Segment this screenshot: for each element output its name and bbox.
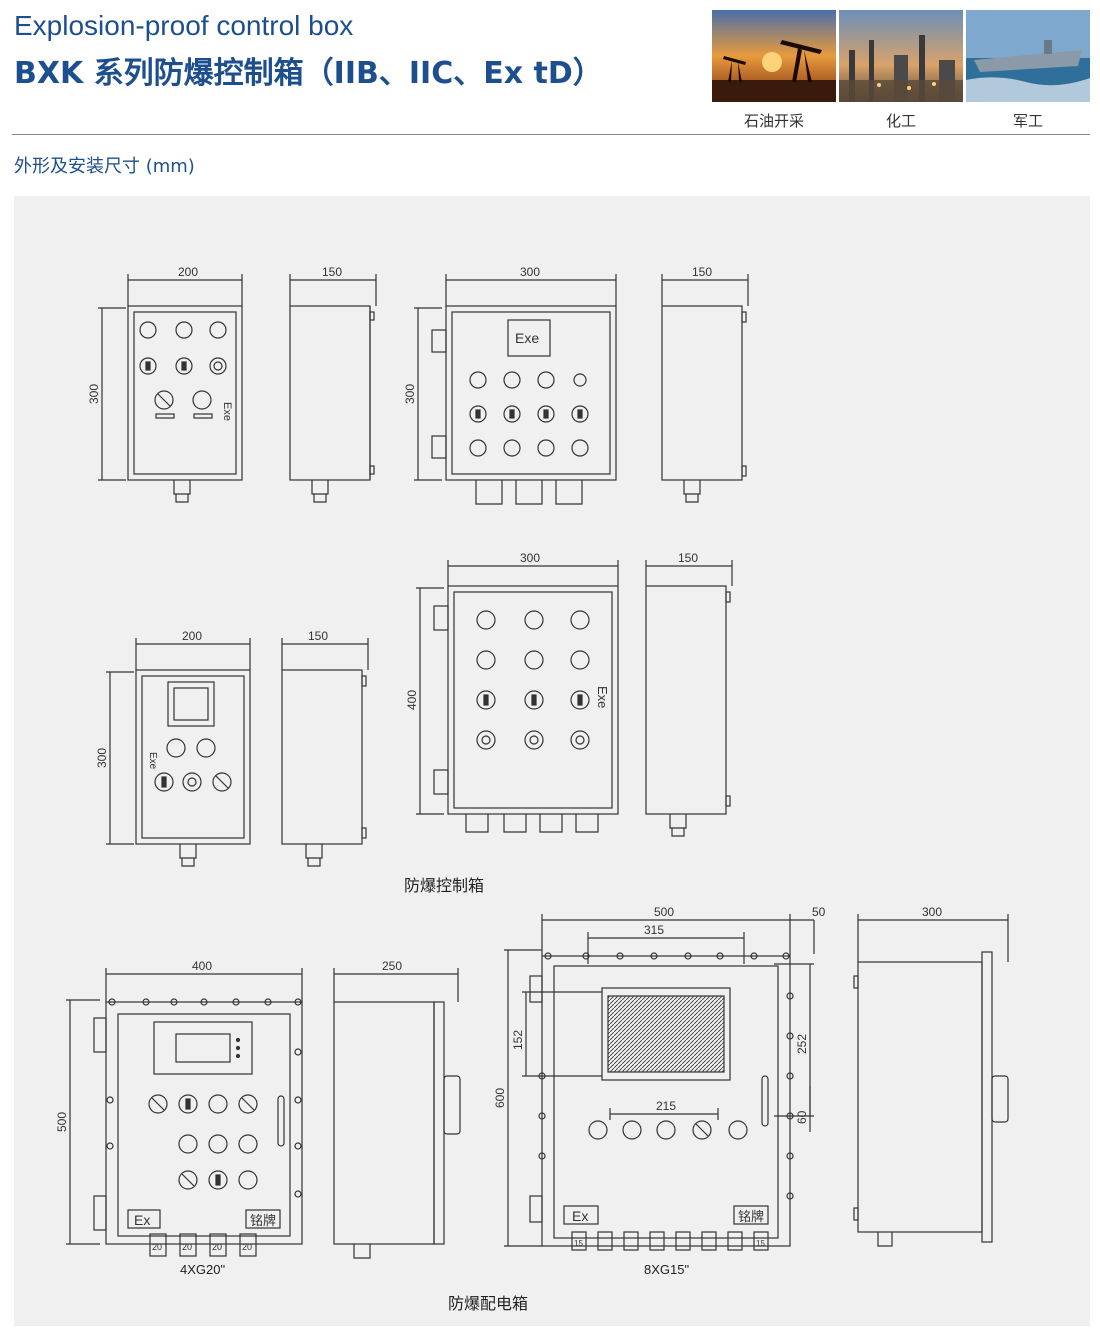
- box4-depth-label: 150: [678, 551, 698, 565]
- box6-window-height-label: 152: [511, 1030, 525, 1050]
- svg-text:20: 20: [152, 1242, 162, 1252]
- technical-drawings: 200 300 Exe 150 300 300 Exe: [55, 265, 1009, 1277]
- box6-ex-label: Ex: [572, 1208, 588, 1224]
- box4-side-view: 150: [645, 551, 733, 837]
- box6-entries-label: 8XG15": [644, 1262, 689, 1277]
- box3-buttons: [154, 738, 232, 792]
- svg-text:15: 15: [756, 1239, 765, 1248]
- box5-width-label: 400: [192, 959, 212, 973]
- photo-caption-chemical: 化工: [885, 112, 916, 130]
- photo-strip: 石油开采 化工 军工: [712, 10, 1090, 130]
- box3-width-label: 200: [182, 629, 202, 643]
- box6-nameplate-label: 铭牌: [738, 1209, 764, 1224]
- box3-depth-label: 150: [308, 629, 328, 643]
- box2-width-label: 300: [520, 265, 540, 279]
- box4-buttons: [476, 610, 590, 750]
- box5-entries-label: 4XG20": [180, 1262, 225, 1277]
- box6-width-label: 500: [654, 905, 674, 919]
- header-divider: [12, 134, 1090, 135]
- box1-depth-label: 150: [322, 265, 342, 279]
- box1-height-label: 300: [87, 384, 101, 404]
- box6-glands: 15 15: [571, 1231, 769, 1251]
- box6-h3-label: 60: [795, 1110, 809, 1124]
- box4-height-label: 400: [405, 690, 419, 710]
- chemical-plant-image: [839, 10, 963, 102]
- box5-buttons: [148, 1094, 258, 1190]
- box6-flange-label: 50: [812, 905, 826, 919]
- box1-side-view: 150: [289, 265, 377, 503]
- box3-height-label: 300: [95, 748, 109, 768]
- box2-buttons: [469, 371, 589, 457]
- box1-exe-label: Exe: [221, 402, 233, 421]
- svg-text:15: 15: [574, 1239, 583, 1248]
- drawing-panel: 200 300 Exe 150 300 300 Exe: [14, 196, 1090, 1326]
- aircraft-carrier-image: [966, 10, 1090, 102]
- box5-bolts: [106, 998, 302, 1198]
- svg-text:20: 20: [182, 1242, 192, 1252]
- photo-caption-military: 军工: [1012, 112, 1043, 130]
- box3-side-view: 150: [281, 629, 369, 867]
- box6-height-label: 600: [493, 1088, 507, 1108]
- box5-front-view: 400 500 Ex 铭牌 20 20 20 20: [55, 959, 303, 1257]
- title-en: Explosion-proof control box: [14, 10, 354, 41]
- box6-side-view: 300: [853, 905, 1009, 1247]
- box4-exe-label: Exe: [595, 686, 610, 708]
- box5-nameplate-label: 铭牌: [250, 1213, 276, 1228]
- box5-depth-label: 250: [382, 959, 402, 973]
- oil-pump-image: [712, 10, 836, 102]
- box3-exe-label: Exe: [147, 752, 158, 770]
- box6-buttons: [588, 1120, 748, 1140]
- box6-window-width-label: 215: [656, 1099, 676, 1113]
- box1-front-view: 200 300 Exe: [87, 265, 243, 503]
- box2-side-view: 150: [661, 265, 749, 503]
- box1-width-label: 200: [178, 265, 198, 279]
- box6-h2-label: 252: [795, 1034, 809, 1054]
- box6-inner-label: 315: [644, 923, 664, 937]
- photo-caption-oil: 石油开采: [743, 112, 804, 130]
- box5-glands: 20 20 20 20: [149, 1233, 257, 1257]
- box1-buttons: [139, 321, 227, 419]
- box2-depth-label: 150: [692, 265, 712, 279]
- box2-height-label: 300: [403, 384, 417, 404]
- distribution-box-caption: 防爆配电箱: [448, 1294, 529, 1313]
- control-box-caption: 防爆控制箱: [404, 876, 485, 895]
- svg-text:20: 20: [242, 1242, 252, 1252]
- box4-width-label: 300: [520, 551, 540, 565]
- title-cn: BXK 系列防爆控制箱（IIB、IIC、Ex tD）: [14, 56, 603, 91]
- box2-front-view: 300 300 Exe: [403, 265, 617, 505]
- svg-text:20: 20: [212, 1242, 222, 1252]
- section-title: 外形及安装尺寸 (mm): [14, 156, 195, 177]
- box5-side-view: 250: [333, 959, 461, 1259]
- box2-exe-label: Exe: [515, 330, 539, 346]
- box3-front-view: 200 300 Exe: [95, 629, 251, 867]
- box6-depth-label: 300: [922, 905, 942, 919]
- box5-ex-label: Ex: [134, 1212, 150, 1228]
- box5-height-label: 500: [55, 1112, 69, 1132]
- box6-bolts: [538, 952, 794, 1200]
- box6-front-view: 500 50 315 600 152 252 60 215 Ex 铭牌: [493, 905, 826, 1251]
- box4-front-view: 300 400 Exe: [405, 551, 619, 833]
